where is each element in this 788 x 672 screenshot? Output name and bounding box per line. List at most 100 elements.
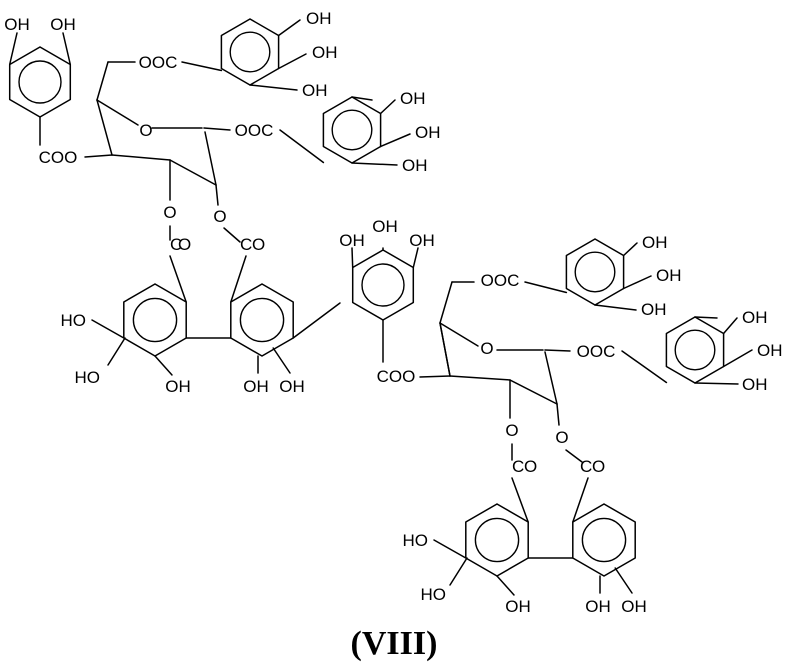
- hydroxyl-label: OH: [742, 375, 768, 394]
- bond: [694, 316, 718, 319]
- bond: [621, 350, 668, 384]
- sugar-bond: [449, 375, 511, 381]
- ester-bond: [419, 375, 451, 378]
- galloyl-ring-top-aromatic-circle: [229, 31, 271, 73]
- bond: [203, 127, 231, 131]
- aromatic-rings: [8, 18, 725, 577]
- bond: [694, 382, 739, 385]
- hydroxyl-label: HO: [421, 585, 447, 604]
- carbonyl-label: O: [178, 235, 191, 254]
- hydroxyl-label: OH: [50, 15, 76, 34]
- hydroxyl-label: OH: [415, 123, 441, 142]
- galloyl-ring-anomeric-aromatic-circle: [331, 109, 373, 151]
- sugar-bond: [544, 351, 558, 405]
- sugar-bond: [439, 322, 479, 347]
- hydroxyl-label: OH: [165, 377, 191, 396]
- bond: [511, 477, 529, 523]
- bond: [279, 129, 325, 164]
- sugar-bond: [204, 131, 217, 186]
- hydroxyl-label: OH: [312, 43, 338, 62]
- ester-bond: [84, 154, 113, 158]
- bond: [594, 304, 637, 311]
- bond: [544, 349, 571, 352]
- oxygen-label: O: [505, 421, 518, 440]
- galloyl-ring-lower-c6-aromatic-circle: [574, 251, 616, 293]
- bond-lines: [8, 19, 753, 596]
- hydroxyl-label: OH: [621, 597, 647, 616]
- bond: [223, 227, 241, 243]
- carbonyl-label: C: [240, 235, 252, 254]
- bond: [556, 403, 560, 426]
- hydroxyl-label: OH: [400, 89, 426, 108]
- carbonyl-label: O: [252, 235, 265, 254]
- hydroxyl-label: OH: [642, 233, 668, 252]
- bond: [181, 61, 223, 72]
- ring-oxygen-label: O: [139, 121, 152, 140]
- hydroxyl-label: HO: [75, 368, 101, 387]
- hhdp-ring-lower-right-aromatic-circle: [581, 517, 627, 563]
- carbonyl-label: C: [170, 235, 182, 254]
- sugar-bond: [439, 322, 451, 377]
- bond: [8, 32, 18, 66]
- bond: [379, 133, 411, 148]
- bond: [230, 255, 247, 303]
- oxygen-label: O: [163, 203, 176, 222]
- bond: [351, 162, 398, 166]
- bond: [565, 449, 583, 463]
- ester-label: OOC: [235, 121, 274, 140]
- hydroxyl-label: OH: [641, 300, 667, 319]
- oxygen-label: O: [555, 428, 568, 447]
- hydroxyl-label: OH: [757, 341, 783, 360]
- biaryl-bond: [292, 302, 341, 339]
- hydroxyl-label: OH: [402, 156, 428, 175]
- bond: [449, 557, 468, 586]
- bond: [62, 32, 72, 66]
- hydroxyl-label: HO: [61, 311, 87, 330]
- bond: [96, 61, 109, 101]
- valoneoyl-ring-aromatic-circle: [361, 263, 405, 307]
- hydroxyl-label: OH: [656, 266, 682, 285]
- hydroxyl-label: OH: [585, 597, 611, 616]
- hydroxyl-label: OH: [505, 597, 531, 616]
- hhdp-ring-left-aromatic-circle: [132, 297, 178, 343]
- bond: [215, 184, 219, 206]
- carbonyl-label: O: [524, 457, 537, 476]
- ring-oxygen-label: O: [480, 339, 493, 358]
- galloyl-ring-lower-anomeric-aromatic-circle: [674, 329, 716, 371]
- hydroxyl-label: OH: [742, 308, 768, 327]
- hydroxyl-label: OH: [409, 231, 435, 250]
- bond: [524, 281, 568, 294]
- sugar-bond: [96, 99, 113, 156]
- bond: [277, 53, 307, 70]
- hydroxyl-label: OH: [339, 231, 365, 250]
- sugar-bond: [96, 99, 139, 126]
- bond: [351, 96, 373, 101]
- bond: [412, 247, 419, 269]
- bond: [622, 242, 638, 257]
- compound-label: (VIII): [350, 625, 438, 662]
- bond: [169, 255, 187, 303]
- ester-label: OOC: [139, 53, 178, 72]
- sugar-bond: [111, 154, 171, 161]
- ester-label: OOC: [577, 342, 616, 361]
- galloyl-ring-top-left-aromatic-circle: [18, 60, 62, 104]
- oxygen-label: O: [213, 207, 226, 226]
- bond: [277, 19, 301, 37]
- hydroxyl-label: OH: [372, 217, 398, 236]
- bond: [351, 247, 354, 269]
- bond: [622, 275, 652, 290]
- hydroxyl-label: OH: [4, 15, 30, 34]
- hhdp-ring-right-aromatic-circle: [239, 297, 285, 343]
- bond: [433, 539, 467, 559]
- bond: [722, 349, 753, 368]
- bond: [496, 575, 515, 596]
- carbonyl-label: C: [512, 457, 524, 476]
- hydroxyl-label: OH: [306, 9, 332, 28]
- bond: [272, 347, 291, 374]
- hydroxyl-label: OH: [243, 377, 269, 396]
- hydroxyl-label: OH: [279, 377, 305, 396]
- bond: [107, 337, 126, 366]
- sugar-bond: [509, 379, 558, 405]
